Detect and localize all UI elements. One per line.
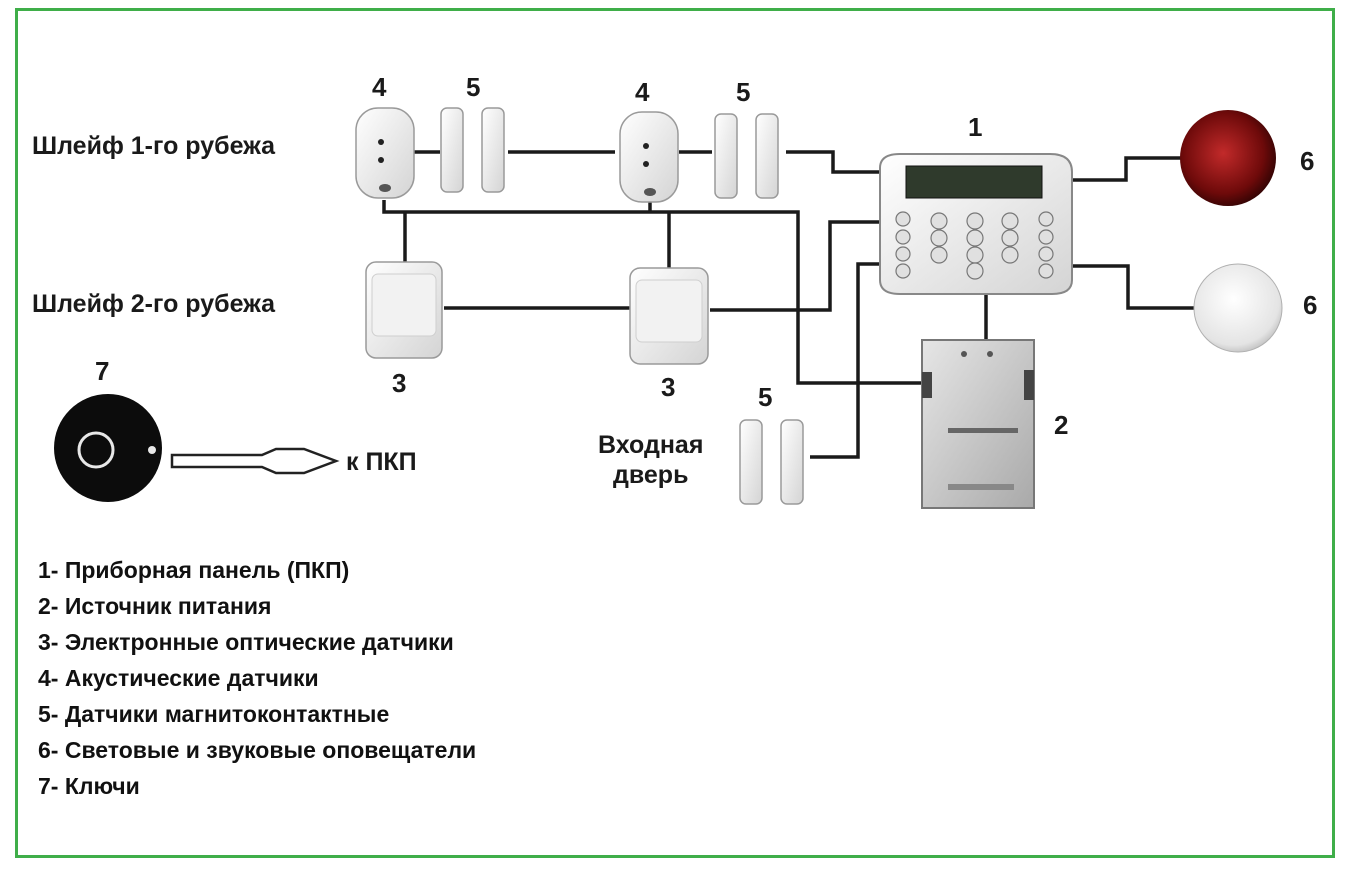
optical-sensor-icon xyxy=(365,261,443,359)
legend-item: 7- Ключи xyxy=(38,773,140,799)
magnetic-sensor-icon xyxy=(739,419,804,505)
legend-item: 4- Акустические датчики xyxy=(38,665,319,691)
key-icon xyxy=(54,394,162,502)
sound-signaller-icon xyxy=(1193,263,1283,353)
signaller-number: 6 xyxy=(1303,290,1318,320)
legend-item: 3- Электронные оптические датчики xyxy=(38,629,454,655)
magnetic-number: 5 xyxy=(736,77,751,107)
light-signaller-icon xyxy=(1180,110,1276,206)
wire-panel-light xyxy=(1072,156,1182,182)
entry-door-line: Входная xyxy=(598,431,704,459)
power-number: 2 xyxy=(1054,410,1069,440)
loop1-label: Шлейф 1-го рубежа xyxy=(32,132,276,160)
entry-door-line: дверь xyxy=(612,461,689,489)
magnetic-sensor-icon xyxy=(440,107,505,193)
entry-door-label: Входная дверь xyxy=(598,430,703,490)
signaller-number: 6 xyxy=(1300,146,1315,176)
panel-number: 1 xyxy=(968,112,983,142)
legend-item: 5- Датчики магнитоконтактные xyxy=(38,701,390,727)
optical-number: 3 xyxy=(661,372,676,402)
control-panel-icon xyxy=(879,153,1073,295)
to-panel-label: к ПКП xyxy=(346,448,417,476)
wire-door-to-panel xyxy=(810,262,880,459)
acoustic-number: 4 xyxy=(635,77,650,107)
legend-item: 6- Световые и звуковые оповещатели xyxy=(38,737,477,763)
key-number: 7 xyxy=(95,356,110,386)
arrow-to-panel-icon xyxy=(170,447,340,475)
diagram-frame xyxy=(15,8,1335,858)
legend: 1- Приборная панель (ПКП) 2- Источник пи… xyxy=(38,552,476,804)
power-supply-icon xyxy=(921,339,1035,509)
legend-item: 2- Источник питания xyxy=(38,593,272,619)
acoustic-sensor-icon xyxy=(619,111,679,203)
optical-number: 3 xyxy=(392,368,407,398)
magnetic-sensor-icon xyxy=(714,113,779,199)
magnetic-number: 5 xyxy=(466,72,481,102)
wire-loop1-to-panel xyxy=(786,150,880,174)
legend-item: 1- Приборная панель (ПКП) xyxy=(38,557,350,583)
wiring xyxy=(382,150,1194,459)
acoustic-number: 4 xyxy=(372,72,387,102)
magnetic-number: 5 xyxy=(758,382,773,412)
optical-sensor-icon xyxy=(629,267,709,365)
wire-bus xyxy=(382,200,922,385)
acoustic-sensor-icon xyxy=(355,107,415,199)
wire-panel-sound xyxy=(1072,264,1194,310)
loop2-label: Шлейф 2-го рубежа xyxy=(32,290,276,318)
wire-loop2-to-panel xyxy=(710,220,880,312)
